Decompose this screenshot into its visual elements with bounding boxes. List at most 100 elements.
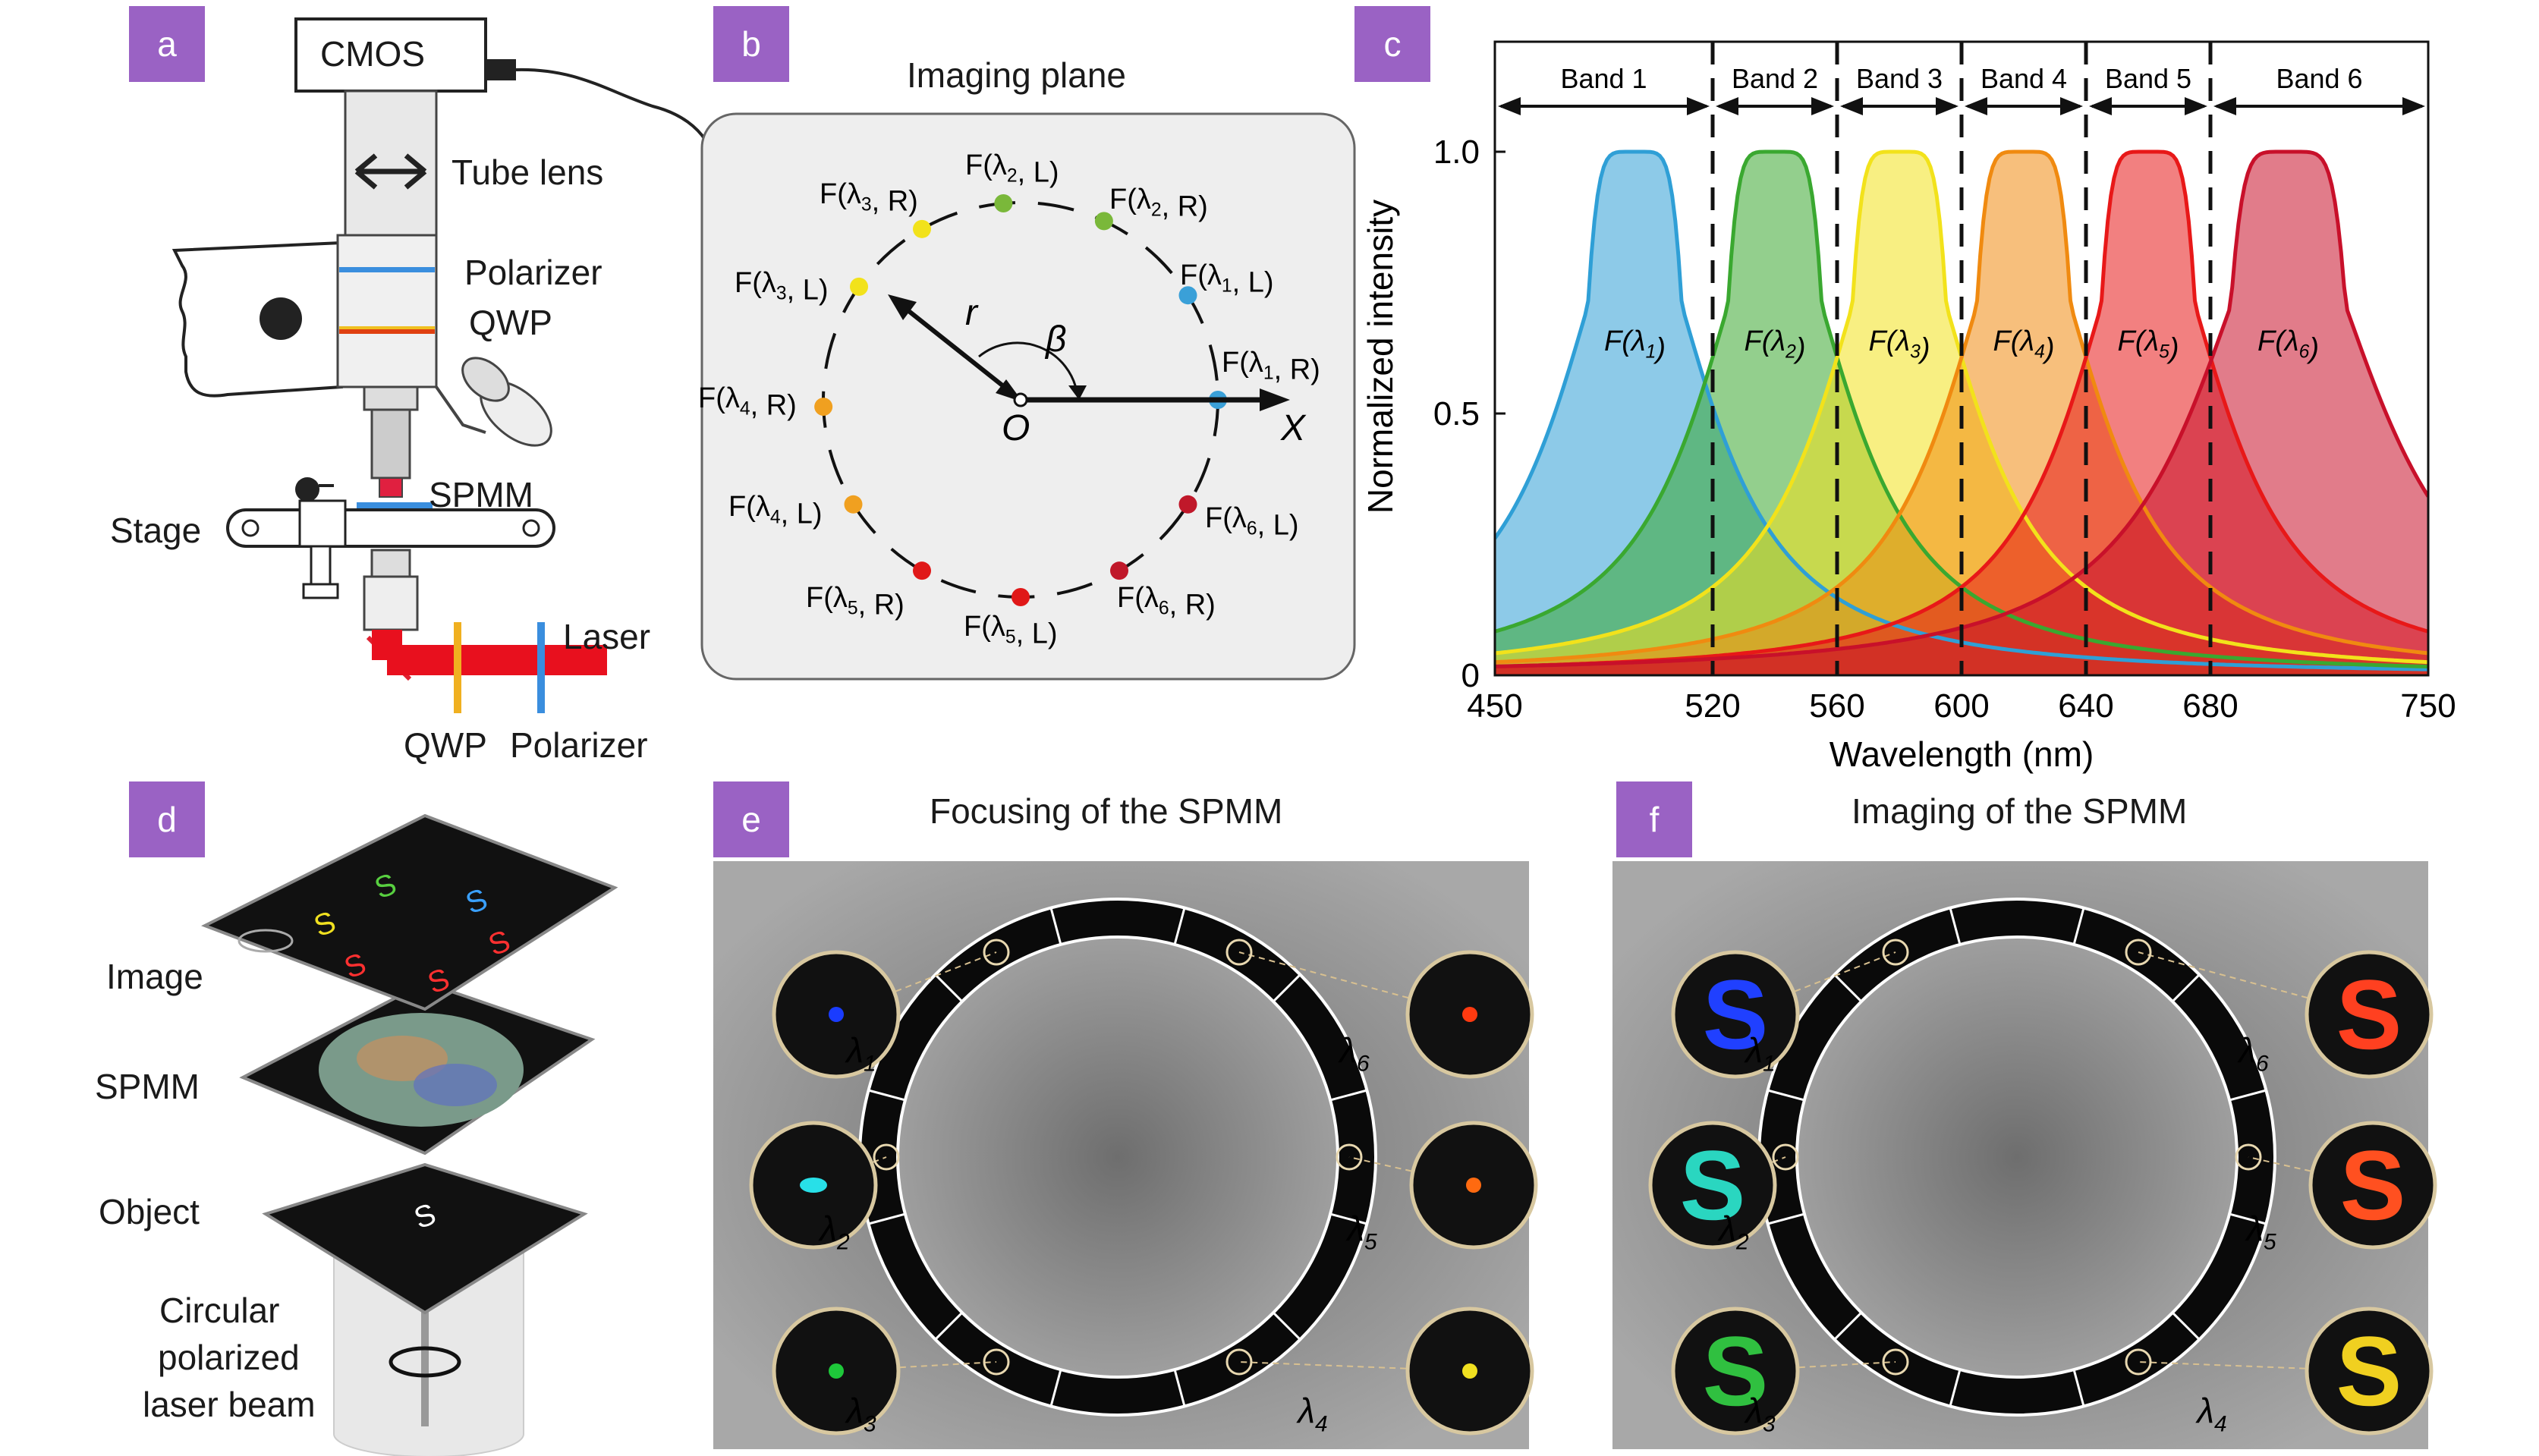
focus-label: F(λ3, R): [820, 178, 918, 218]
band-label: Band 4: [1981, 63, 2067, 94]
series-area: [1495, 152, 2428, 675]
focal-spot: [1462, 1363, 1477, 1379]
ring-focus-marker: [1882, 1348, 1909, 1376]
band-label: Band 5: [2105, 63, 2191, 94]
lambda-label: λ3: [844, 1391, 876, 1437]
ring-focus-marker: [983, 939, 1010, 966]
band-arrow-head: [2060, 97, 2083, 115]
series-label: F(λ5): [2118, 325, 2179, 365]
band-arrow-head: [2402, 97, 2425, 115]
lambda-label: λ1: [1743, 1030, 1775, 1077]
lambda-label: λ3: [1743, 1391, 1776, 1437]
beam-label-2: polarized: [158, 1338, 300, 1377]
layer-image-label: Image: [106, 957, 203, 996]
focal-spot: [829, 1363, 844, 1379]
cmos-label: CMOS: [320, 34, 425, 74]
layer-spmm-label: SPMM: [95, 1067, 200, 1106]
ring-inner: [1795, 936, 2239, 1379]
focus-dot: [913, 561, 931, 580]
inset-circle: [1671, 1307, 1800, 1436]
lambda-label: λ2: [817, 1209, 850, 1255]
ring-focus-marker: [2125, 939, 2152, 966]
beam-label-3: laser beam: [143, 1385, 316, 1424]
x-tick-label: 750: [2400, 687, 2456, 725]
focus-dot: [994, 193, 1013, 212]
panel-d-tag: d: [129, 781, 205, 857]
inset-circle: [1648, 1121, 1777, 1250]
ring-divider: [1767, 1212, 1805, 1225]
ring-focus-marker: [983, 1348, 1010, 1376]
lambda-label: λ4: [1295, 1391, 1327, 1437]
spmm-setup-label: SPMM: [429, 475, 533, 514]
layer-object-label: Object: [99, 1192, 200, 1231]
imaged-letter: S: [1703, 959, 1769, 1070]
lambda-label: λ5: [1345, 1209, 1377, 1255]
band-arrow-head: [1498, 97, 1521, 115]
leader-line: [1238, 951, 1471, 1015]
focus-label: F(λ6, L): [1205, 502, 1299, 542]
focus-dot: [850, 277, 869, 296]
ring-divider: [1049, 907, 1062, 945]
leader-line: [2138, 1361, 2370, 1372]
ring-focus-marker: [1882, 939, 1909, 966]
ring-divider: [1833, 973, 1862, 1002]
lambda-label: λ5: [2244, 1209, 2276, 1255]
focus-label: F(λ2, R): [1109, 184, 1208, 223]
ring-focus-marker: [873, 1143, 900, 1171]
y-axis-title: Normalized intensity: [1361, 200, 1400, 514]
ring-divider: [1949, 907, 1962, 945]
origin-label: O: [1002, 408, 1030, 448]
laser-label: Laser: [563, 617, 651, 656]
ring-focus-marker: [2235, 1143, 2262, 1171]
series-label: F(λ1): [1604, 325, 1666, 365]
x-tick-label: 680: [2182, 687, 2238, 725]
ring-divider: [1329, 1089, 1367, 1102]
y-tick-label: 1.0: [1433, 134, 1480, 171]
series-label: F(λ2): [1745, 325, 1806, 365]
band-arrow-head: [1936, 97, 1959, 115]
x-axis-title: Wavelength (nm): [1830, 734, 2094, 774]
band-label: Band 1: [1560, 63, 1647, 94]
focus-label: F(λ5, L): [964, 611, 1058, 650]
inset-circle: [2305, 950, 2434, 1079]
polarizer-top-label: Polarizer: [464, 253, 603, 292]
focus-label: F(λ4, R): [698, 382, 797, 422]
x-tick-label: 520: [1685, 687, 1740, 725]
series-label: F(λ3): [1869, 325, 1930, 365]
polarizer-bottom-label: Polarizer: [510, 725, 648, 765]
ring-divider: [2072, 1369, 2085, 1407]
band-arrow-head: [2213, 97, 2236, 115]
leader-line: [835, 951, 997, 1015]
ring-divider: [2172, 1312, 2201, 1341]
focus-dot: [1012, 588, 1030, 606]
band-arrow-head: [1965, 97, 1987, 115]
ring-divider: [934, 973, 963, 1002]
lambda-label: λ1: [844, 1030, 876, 1077]
ring-divider: [1833, 1312, 1862, 1341]
qwp-bottom-label: QWP: [404, 725, 487, 765]
ring-divider: [1049, 1369, 1062, 1407]
panel-a-tag: a: [129, 6, 205, 82]
ring-divider: [1949, 1369, 1962, 1407]
lambda-label: λ6: [1337, 1030, 1370, 1077]
imaging-plane-title: Imaging plane: [907, 55, 1126, 95]
ring-divider: [2229, 1212, 2267, 1225]
stage-label: Stage: [110, 511, 202, 550]
lambda-label: λ2: [1716, 1209, 1749, 1255]
band-arrow-head: [1716, 97, 1738, 115]
leader-line: [1238, 1361, 1471, 1372]
ring-divider: [2172, 973, 2201, 1002]
band-label: Band 6: [2276, 63, 2362, 94]
panel-b-tag: b: [713, 6, 789, 82]
lambda-label: λ6: [2236, 1030, 2269, 1077]
focal-spot: [829, 1007, 844, 1022]
focus-dot: [1094, 212, 1113, 231]
panel-c-tag: c: [1354, 6, 1430, 82]
focus-dot: [913, 219, 931, 238]
series-line: [1495, 149, 2428, 665]
ring-focus-marker: [1225, 939, 1253, 966]
panel-e-tag: e: [713, 781, 789, 857]
